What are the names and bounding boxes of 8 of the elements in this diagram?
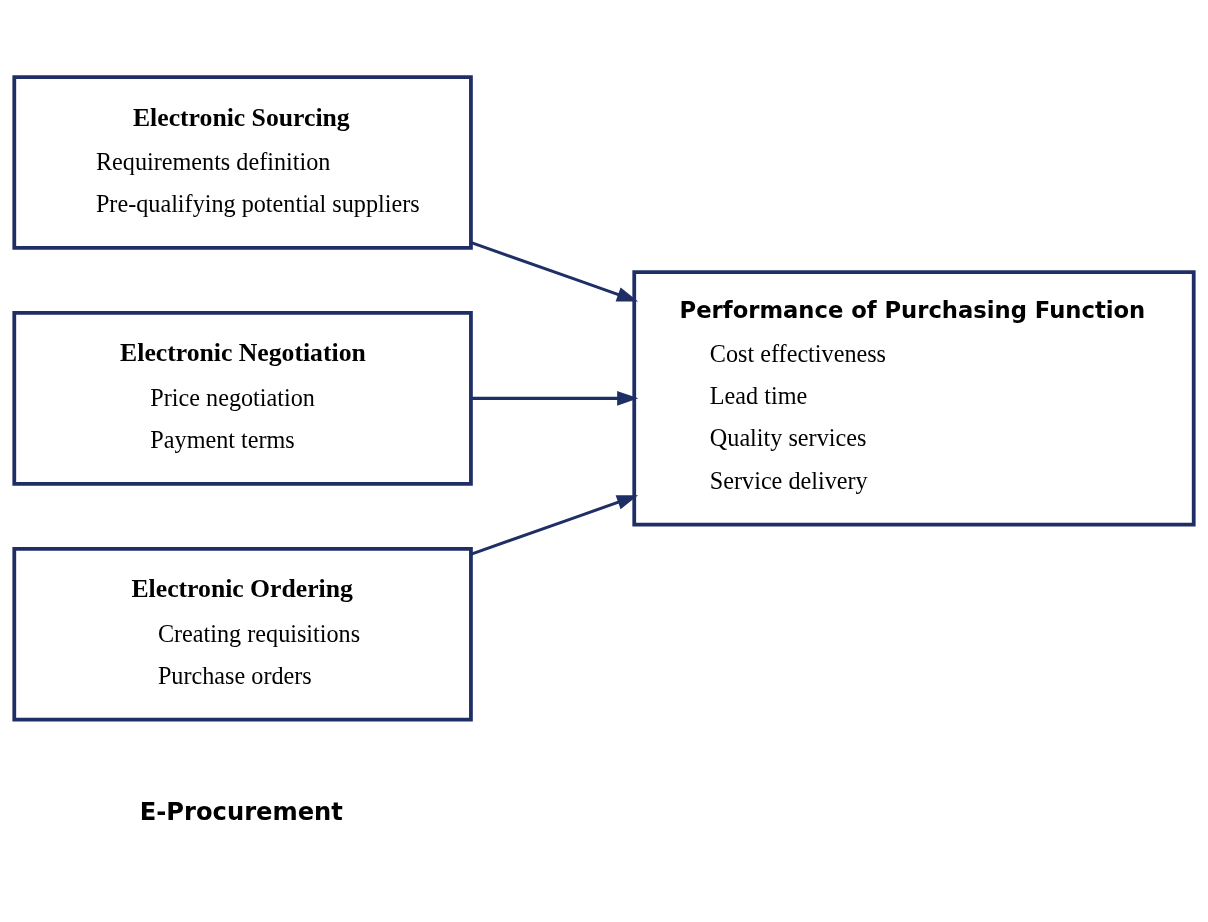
arrow [470, 240, 639, 302]
node-box: Electronic Ordering Creating requisitions Purchase orders [12, 546, 473, 722]
arrow [470, 494, 639, 555]
node-box: Performance of Purchasing Function Cost effectiveness Lead time Quality services Service delivery [632, 269, 1196, 526]
arrow [471, 390, 639, 406]
node-box: Electronic Sourcing Requirements definition Pre-qualifying potential suppliers [12, 74, 473, 250]
node-box: Electronic Negotiation Price negotiation Payment terms [12, 310, 473, 486]
label: E-Procurement [139, 797, 343, 826]
